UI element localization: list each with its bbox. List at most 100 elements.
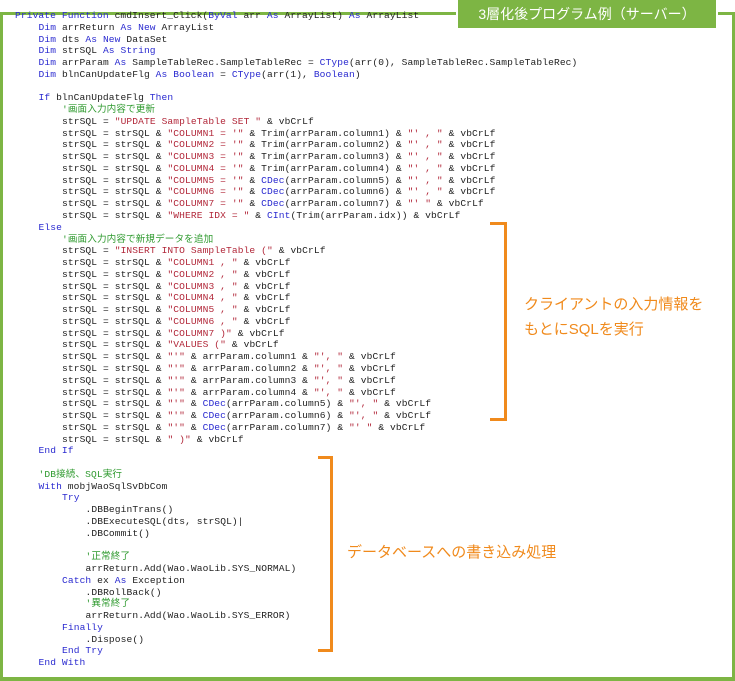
code-keyword: Else [38, 221, 62, 233]
code-string: "'" [167, 421, 186, 433]
code-text: & vbCrLf [343, 386, 396, 398]
code-text: ArrayList [366, 10, 420, 21]
code-line: .DBCommit() [15, 528, 577, 540]
code-text: & Trim(arrParam.column1) & [243, 127, 408, 139]
code-line: Dim dts As New DataSet [15, 34, 577, 46]
bracket-client-input [490, 222, 507, 421]
code-text: ) [354, 68, 361, 80]
code-listing: Private Function cmdInsert_Click(ByVal a… [15, 10, 577, 669]
code-string: "' , " [407, 174, 443, 186]
code-keyword: As [114, 57, 133, 69]
code-text: & vbCrLf [237, 257, 291, 269]
code-string: "' " [349, 421, 373, 433]
code-string: "COLUMN4 , " [167, 292, 238, 304]
code-string: "VALUES (" [167, 339, 227, 351]
code-line: With mobjWaoSqlSvDbCom [15, 481, 577, 493]
code-text: = [220, 68, 232, 80]
code-text: & vbCrLf [261, 115, 314, 127]
code-comment: 'DB接続、SQL実行 [38, 468, 123, 480]
code-line: 'DB接続、SQL実行 [15, 469, 577, 481]
code-string: "', " [313, 362, 344, 374]
code-text: (arrParam.column5) & [284, 174, 408, 186]
code-text: & vbCrLf [378, 410, 432, 422]
code-comment: '画面入力内容で更新 [62, 104, 156, 116]
code-keyword: Dim [38, 45, 62, 57]
code-keyword: End With [38, 657, 86, 669]
code-string: "' , " [407, 151, 443, 163]
code-text: strSQL = strSQL & [62, 386, 168, 398]
code-line: .Dispose() [15, 634, 577, 646]
code-line: '画面入力内容で更新 [15, 104, 577, 116]
code-text: & vbCrLf [442, 186, 496, 198]
code-text: & Trim(arrParam.column4) & [243, 162, 408, 174]
code-string: "COLUMN7 = '" [167, 198, 244, 210]
code-keyword: CDec [202, 421, 227, 433]
annotation-db-write: データベースへの書き込み処理 [347, 544, 557, 561]
annotation-line: もとにSQLを実行 [524, 321, 644, 338]
code-line: Dim arrReturn As New ArrayList [15, 22, 577, 34]
code-keyword: As [348, 10, 367, 21]
code-keyword: As String [102, 45, 156, 57]
code-text: & vbCrLf [343, 362, 396, 374]
code-text: strSQL = strSQL & [62, 292, 168, 304]
code-text: arrParam [61, 57, 115, 69]
code-text: DataSet [126, 33, 168, 45]
code-text: & vbCrLf [442, 151, 496, 163]
code-text: ArrayList [161, 21, 215, 33]
code-text: & vbCrLf [237, 280, 291, 292]
code-line: strSQL = strSQL & "'" & arrParam.column3… [15, 375, 577, 387]
code-text: .Dispose() [85, 633, 145, 645]
code-comment: '異常終了 [85, 598, 131, 610]
code-line: strSQL = strSQL & "COLUMN2 = '" & Trim(a… [15, 139, 577, 151]
code-text: & vbCrLf [237, 292, 291, 304]
code-text: Exception [132, 574, 186, 586]
code-text: strSQL = strSQL & [62, 268, 168, 280]
code-keyword: Private Function [15, 10, 115, 21]
code-string: "COLUMN3 , " [167, 280, 238, 292]
code-text: & [243, 198, 262, 210]
code-text: & [185, 398, 203, 410]
code-text: & vbCrLf [442, 162, 496, 174]
code-text: strSQL = strSQL & [62, 433, 168, 445]
code-text: strSQL = strSQL & [62, 162, 168, 174]
code-text: & arrParam.column4 & [185, 386, 314, 398]
code-text: strSQL = strSQL & [62, 315, 168, 327]
code-line: If blnCanUpdateFlg Then [15, 92, 577, 104]
code-keyword: With [38, 480, 68, 492]
code-line: Catch ex As Exception [15, 575, 577, 587]
code-string: "COLUMN1 , " [167, 257, 238, 269]
code-text: & Trim(arrParam.column3) & [243, 151, 408, 163]
code-keyword: Try [62, 492, 80, 504]
code-line: strSQL = strSQL & " )" & vbCrLf [15, 434, 577, 446]
code-text: & vbCrLf [226, 339, 279, 351]
code-keyword: CDec [261, 174, 285, 186]
code-string: "', " [313, 386, 344, 398]
code-string: "'" [167, 386, 186, 398]
code-line: strSQL = strSQL & "COLUMN2 , " & vbCrLf [15, 269, 577, 281]
code-text: & [249, 210, 268, 222]
code-line: strSQL = strSQL & "COLUMN5 = '" & CDec(a… [15, 175, 577, 187]
code-keyword: As Boolean [155, 68, 221, 80]
code-line: Dim blnCanUpdateFlg As Boolean = CType(a… [15, 69, 577, 81]
code-line: strSQL = strSQL & "'" & arrParam.column1… [15, 351, 577, 363]
code-text: ArrayList) [284, 10, 349, 21]
code-text: strSQL = strSQL & [62, 127, 168, 139]
code-text: strSQL = strSQL & [62, 210, 168, 222]
code-line: Dim arrParam As SampleTableRec.SampleTab… [15, 57, 578, 69]
code-text: & vbCrLf [442, 174, 496, 186]
code-text: & vbCrLf [231, 327, 285, 339]
code-text: strSQL = strSQL & [62, 351, 168, 363]
code-string: "'" [167, 410, 186, 422]
code-keyword: Dim [38, 68, 62, 80]
code-text: & vbCrLf [237, 304, 291, 316]
code-line: strSQL = strSQL & "COLUMN4 , " & vbCrLf [15, 292, 577, 304]
code-string: "', " [313, 351, 344, 363]
code-keyword: CDec [202, 398, 227, 410]
code-line: End Try [15, 645, 577, 657]
code-text: (arrParam.column7) & [226, 421, 350, 433]
code-text: (Trim(arrParam.idx)) & vbCrLf [290, 210, 461, 222]
code-text: .DBCommit() [85, 527, 150, 539]
code-text: & arrParam.column3 & [185, 374, 314, 386]
code-text: blnCanUpdateFlg [56, 92, 150, 104]
code-line: .DBRollBack() [15, 587, 577, 599]
